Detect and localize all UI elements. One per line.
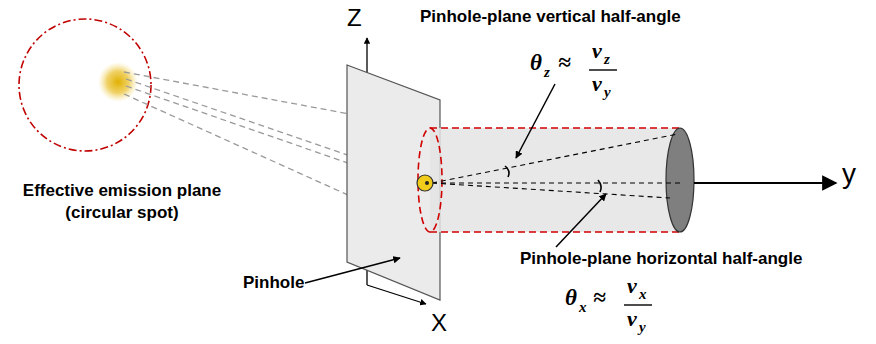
cylinder-edge [430, 127, 680, 129]
annotation-title: Pinhole-plane horizontal half-angle [520, 250, 802, 267]
optical-axis-dashed [432, 182, 680, 183]
leader-arrow [305, 258, 400, 283]
math-symbol: v [627, 308, 637, 330]
math-subscript: y [604, 85, 611, 100]
horizontal-half-angle-ray [432, 183, 670, 198]
math-symbol: θ [530, 51, 542, 74]
math-subscript: y [639, 320, 646, 335]
angle-arc [598, 180, 601, 192]
angle-arc [505, 166, 509, 177]
pinhole-plane [347, 65, 440, 300]
pinhole [417, 175, 433, 191]
axis-label: Z [347, 6, 362, 30]
plane-label: Effective emission plane (circular spot) [2, 180, 242, 224]
annotation-title: Pinhole-plane vertical half-angle [420, 8, 681, 25]
fraction-bar [589, 69, 617, 70]
math-symbol: ≈ [593, 286, 606, 309]
math-symbol: ≈ [558, 51, 571, 74]
math-symbol: v [627, 275, 637, 297]
y-axis [694, 182, 836, 184]
math-symbol: θ [565, 286, 577, 309]
math-subscript: z [604, 52, 610, 67]
math-subscript: x [579, 300, 587, 315]
part-label: Pinhole [243, 274, 304, 291]
leader-arrow [556, 194, 606, 247]
axis-label: X [431, 311, 447, 335]
emission-plane-outline [19, 19, 151, 151]
fraction-bar [624, 304, 652, 305]
math-symbol: v [592, 73, 602, 95]
vertical-half-angle-ray [432, 134, 678, 183]
emission-spot [98, 62, 138, 102]
math-symbol: v [592, 40, 602, 62]
cylinder-edge [430, 231, 680, 233]
cylinder-end [666, 128, 694, 232]
beam-cylinder [430, 128, 680, 232]
leader-arrow [516, 84, 555, 158]
math-subscript: x [639, 287, 647, 302]
axis-label: y [842, 160, 856, 188]
pinhole-center [425, 181, 429, 185]
math-subscript: z [544, 65, 550, 80]
pinhole-ellipse [418, 128, 442, 232]
